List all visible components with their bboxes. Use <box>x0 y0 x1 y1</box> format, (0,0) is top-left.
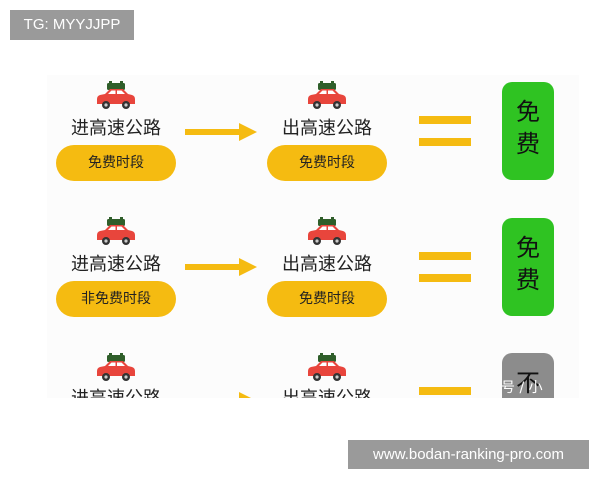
result-char: 费 <box>516 130 540 158</box>
arrow-right-icon <box>185 257 257 277</box>
watermark-top: TG: MYYJJPP <box>10 10 134 40</box>
entry-period-badge: 非免费时段 <box>56 281 176 317</box>
equals-sign-bottom <box>419 274 471 282</box>
equals-sign-top <box>419 116 471 124</box>
result-char: 费 <box>516 266 540 294</box>
entry-period-badge: 免费时段 <box>56 145 176 181</box>
result-box: 不 免 <box>502 353 554 398</box>
equals-sign-top <box>419 387 471 395</box>
exit-label: 出高速公路 <box>282 254 372 275</box>
entry-label: 进高速公路 <box>71 254 161 275</box>
entry-label: 进高速公路 <box>71 118 161 139</box>
equals-sign-bottom <box>419 138 471 146</box>
result-box: 免 费 <box>502 82 554 180</box>
arrow-right-icon <box>185 122 257 142</box>
entry-label: 进高速公路 <box>56 388 176 398</box>
car-icon <box>96 217 136 247</box>
result-box: 免 费 <box>502 218 554 316</box>
car-icon <box>307 353 347 383</box>
result-char: 免 <box>516 98 540 126</box>
exit-period-badge: 免费时段 <box>267 145 387 181</box>
result-char: 不 <box>516 369 540 397</box>
arrow-right-icon <box>185 391 257 398</box>
car-icon <box>307 81 347 111</box>
equals-sign-top <box>419 252 471 260</box>
car-icon <box>96 353 136 383</box>
exit-label: 出高速公路 <box>267 388 387 398</box>
exit-period-badge: 免费时段 <box>267 281 387 317</box>
result-char: 免 <box>516 234 540 262</box>
exit-label: 出高速公路 <box>282 118 372 139</box>
toll-free-diagram: 进高速公路 免费时段 出高速公路 免费时段 免 费 <box>0 75 600 398</box>
car-icon <box>96 81 136 111</box>
car-icon <box>307 217 347 247</box>
overlay-watermark-text: 号 / 小 <box>501 380 543 396</box>
watermark-bottom: www.bodan-ranking-pro.com <box>348 440 589 469</box>
